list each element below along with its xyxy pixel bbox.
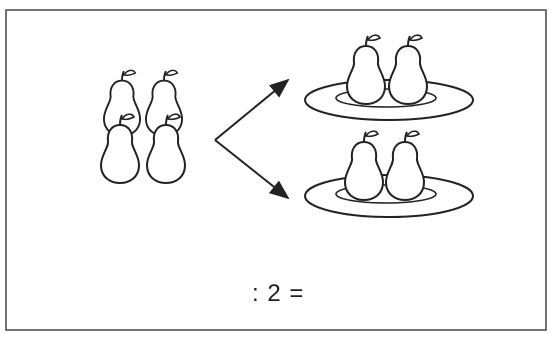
plate-bottom [304, 130, 474, 218]
pear-icon [388, 34, 428, 105]
frame-border [5, 9, 547, 331]
arrow-up [214, 78, 290, 141]
arrow-down [214, 139, 290, 200]
plate-top [304, 34, 474, 121]
division-equation: : 2 = [252, 280, 305, 307]
pear-group-left [100, 69, 186, 184]
pear-icon [346, 34, 386, 105]
pear-icon [385, 130, 425, 201]
pear-icon [344, 130, 384, 201]
split-arrows [214, 78, 290, 200]
